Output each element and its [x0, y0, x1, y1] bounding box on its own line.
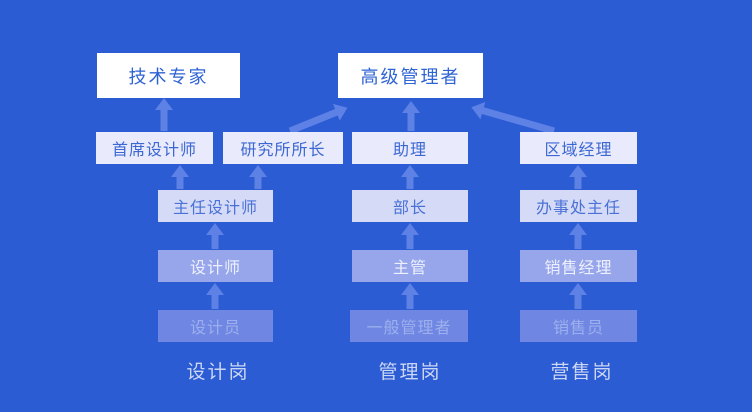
arrow-designer-to-director-designer-icon	[206, 223, 224, 249]
node-director-designer-label: 主任设计师	[172, 198, 258, 217]
arrow-supervisor-to-department-head-icon	[401, 223, 419, 249]
arrow-junior-designer-to-designer-icon	[206, 283, 224, 309]
node-general-manager: 一般管理者	[350, 310, 468, 342]
arrow-general-manager-to-supervisor-icon	[401, 283, 419, 309]
arrow-institute-director-to-senior-manager-icon	[288, 103, 348, 135]
arrow-director-designer-to-institute-director-icon	[249, 165, 267, 189]
node-designer: 设计师	[158, 250, 273, 282]
node-designer-label: 设计师	[189, 258, 241, 277]
node-institute-director-label: 研究所所长	[240, 140, 326, 159]
node-technical-expert: 技术专家	[97, 53, 240, 98]
node-institute-director: 研究所所长	[223, 132, 343, 164]
arrow-department-head-to-assistant-icon	[401, 165, 419, 189]
column-label-design: 设计岗	[186, 361, 250, 383]
node-department-head-label: 部长	[392, 198, 427, 217]
node-office-director: 办事处主任	[520, 190, 637, 222]
arrow-salesperson-to-sales-manager-icon	[569, 283, 587, 309]
node-supervisor-label: 主管	[392, 258, 427, 277]
node-director-designer: 主任设计师	[158, 190, 273, 222]
node-supervisor: 主管	[352, 250, 468, 282]
arrow-regional-manager-to-senior-manager-icon	[471, 101, 555, 135]
node-regional-manager: 区域经理	[520, 132, 637, 164]
node-general-manager-label: 一般管理者	[366, 318, 452, 337]
node-senior-manager-label: 高级管理者	[360, 66, 461, 88]
node-assistant-label: 助理	[392, 140, 427, 159]
arrow-office-director-to-regional-manager-icon	[569, 165, 587, 189]
column-label-sales: 营售岗	[550, 361, 614, 383]
node-senior-manager: 高级管理者	[338, 53, 483, 98]
node-chief-designer-label: 首席设计师	[111, 140, 197, 159]
node-sales-manager-label: 销售经理	[544, 258, 613, 277]
node-office-director-label: 办事处主任	[535, 198, 621, 217]
arrow-assistant-to-senior-manager-icon	[402, 101, 420, 131]
arrow-chief-designer-to-technical-expert-icon	[155, 98, 173, 131]
node-assistant: 助理	[352, 132, 468, 164]
node-salesperson: 销售员	[520, 310, 637, 342]
node-technical-expert-label: 技术专家	[128, 66, 209, 88]
node-junior-designer-label: 设计员	[189, 318, 241, 337]
node-sales-manager: 销售经理	[520, 250, 637, 282]
node-salesperson-label: 销售员	[552, 318, 604, 337]
node-junior-designer: 设计员	[158, 310, 273, 342]
node-regional-manager-label: 区域经理	[544, 140, 613, 159]
arrow-director-designer-to-chief-designer-icon	[171, 165, 189, 189]
arrow-sales-manager-to-office-director-icon	[569, 223, 587, 249]
node-chief-designer: 首席设计师	[96, 132, 213, 164]
column-label-management: 管理岗	[378, 361, 442, 383]
node-department-head: 部长	[352, 190, 468, 222]
